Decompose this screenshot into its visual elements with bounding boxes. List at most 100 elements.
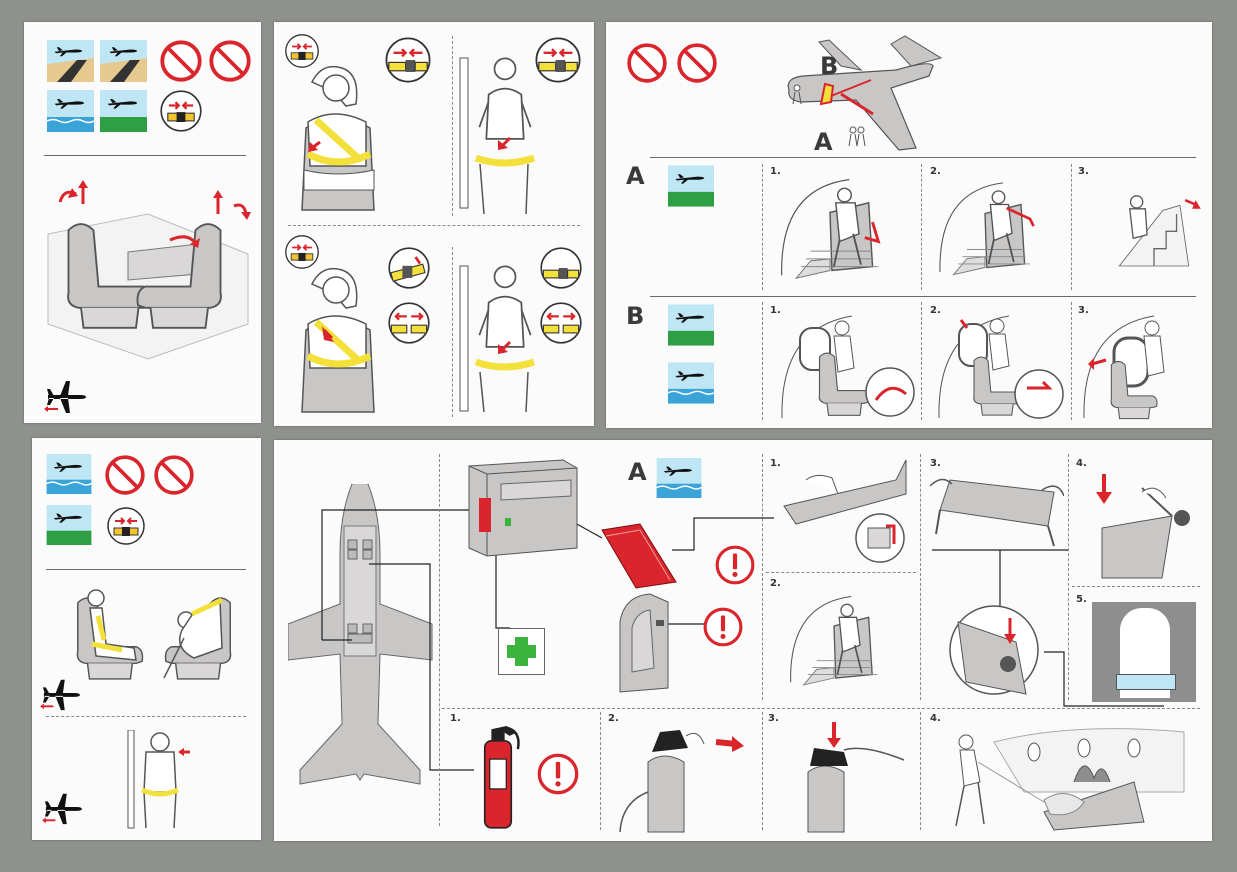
ditching-label-a: A: [628, 458, 647, 486]
divider: [650, 157, 1196, 158]
step-number: 1.: [770, 166, 781, 177]
divider: [452, 36, 453, 216]
warning-exclamation-icon: [702, 606, 744, 648]
seat-storage: [619, 593, 669, 693]
ditch-step-2: [782, 580, 912, 698]
door-a-step-2: [931, 172, 1035, 282]
man-lap-belt: [459, 265, 536, 412]
panel-brace-position: [32, 438, 261, 840]
door-b-step-3: [1083, 315, 1165, 420]
seatbelt-icon: [106, 506, 146, 546]
divider: [1071, 302, 1072, 420]
divider: [46, 569, 246, 570]
door-a-step-1: [772, 172, 881, 282]
landing-runway-icon: [100, 40, 147, 82]
panel-landing-seats: [24, 22, 261, 423]
landing-water-icon: [46, 454, 92, 494]
ditch-step-4: [1096, 474, 1190, 579]
ditch-step-5-door: [1092, 602, 1196, 702]
divider: [442, 708, 1200, 709]
door-b-step-1: [781, 315, 915, 419]
landing-water-icon: [656, 458, 702, 498]
ditch-step-1: [783, 459, 907, 563]
divider: [921, 302, 922, 420]
first-aid-icon: [498, 628, 545, 675]
woman-unfasten-belt: [301, 267, 375, 413]
belt-release-closeup: [540, 247, 582, 289]
divider: [762, 712, 763, 830]
divider: [920, 712, 921, 830]
aircraft-direction-icon: [40, 679, 80, 711]
step-number: 1.: [770, 305, 781, 316]
ditch-step-3-closeup: [949, 605, 1039, 695]
life-vest-pack: [601, 523, 677, 589]
step-number: 3.: [768, 713, 779, 724]
landing-ground-icon: [100, 90, 147, 132]
row-label-b: B: [626, 302, 645, 330]
man-lap-belt: [127, 730, 190, 829]
aircraft-direction-icon: [44, 381, 86, 413]
exit-label-a: A: [814, 128, 833, 156]
brace-position-illustration: [76, 589, 232, 680]
warning-exclamation-icon: [536, 752, 580, 796]
step-number: 3.: [1078, 305, 1089, 316]
step-number: 2.: [608, 713, 619, 724]
step-number: 2.: [930, 305, 941, 316]
seatbelt-icon: [159, 89, 203, 133]
row-label-a: A: [626, 162, 645, 190]
divider: [762, 454, 763, 700]
divider: [46, 716, 246, 717]
divider: [44, 155, 246, 156]
belt-release-closeup: [540, 302, 582, 344]
step-number: 4.: [930, 713, 941, 724]
door-a-step-3: [1118, 195, 1201, 267]
belt-release-closeup: [388, 247, 430, 289]
exit-label-b: B: [820, 52, 839, 80]
divider: [439, 454, 440, 826]
landing-ground-icon: [668, 165, 714, 207]
belt-buckle-closeup: [535, 37, 581, 83]
step-number: 2.: [770, 578, 781, 589]
landing-runway-icon: [47, 40, 94, 82]
aircraft-direction-icon: [42, 793, 82, 825]
extinguisher-step-3: [807, 722, 905, 833]
divider: [1072, 586, 1200, 587]
belt-buckle-closeup: [385, 37, 431, 83]
fire-extinguisher-icon: [470, 716, 526, 832]
warning-exclamation-icon: [714, 544, 756, 586]
divider: [288, 225, 580, 226]
landing-ground-icon: [668, 304, 714, 346]
landing-water-icon: [668, 362, 714, 404]
step-number: 4.: [1076, 458, 1087, 469]
divider: [921, 164, 922, 290]
divider: [766, 572, 916, 573]
belt-release-closeup: [388, 302, 430, 344]
divider: [650, 296, 1196, 297]
step-number: 3.: [930, 458, 941, 469]
divider: [762, 164, 763, 290]
step-number: 1.: [770, 458, 781, 469]
no-smoking-icon: [159, 39, 203, 83]
seats-illustration: [47, 180, 251, 360]
divider: [452, 247, 453, 417]
no-smoking-icon: [626, 42, 668, 84]
extinguisher-step-4: [955, 728, 1185, 831]
extinguisher-step-2: [619, 730, 744, 833]
panel-seatbelts: [274, 22, 594, 426]
divider: [1071, 164, 1072, 290]
man-lap-belt: [459, 57, 536, 214]
no-electronics-icon: [208, 39, 252, 83]
step-number: 3.: [1078, 166, 1089, 177]
divider: [762, 302, 763, 420]
woman-fasten-belt: [301, 65, 375, 211]
divider: [1068, 454, 1069, 700]
step-number: 2.: [930, 166, 941, 177]
step-number: 1.: [450, 713, 461, 724]
aircraft-exit-diagram: [787, 35, 943, 151]
divider: [920, 454, 921, 700]
landing-water-icon: [47, 90, 94, 132]
no-baggage-icon: [676, 42, 718, 84]
door-b-step-2: [938, 315, 1064, 419]
aircraft-top-view: [288, 484, 433, 785]
panel-emergency-exits: B A A B 1. 2. 3. 1. 2. 3.: [606, 22, 1212, 428]
